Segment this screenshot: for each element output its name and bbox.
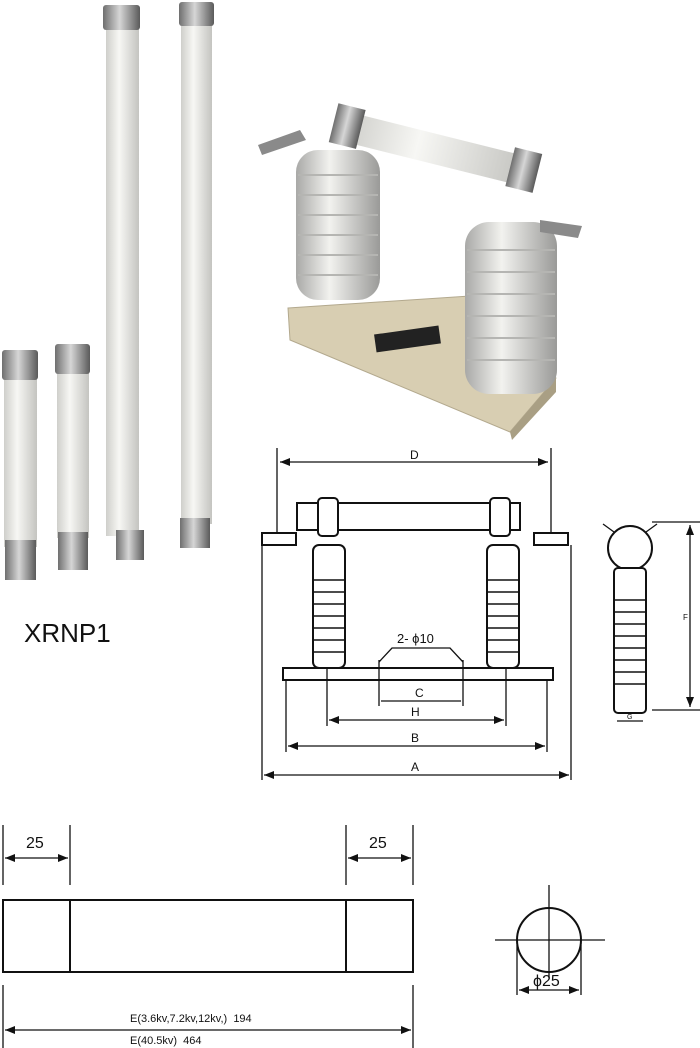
insulator-right <box>465 222 557 394</box>
insulator-left <box>296 150 380 300</box>
fuse-photo-long-2 <box>179 2 214 548</box>
length-high-voltage: E(40.5kv) 464 <box>130 1035 202 1047</box>
fuse-photo-long-1 <box>103 5 144 560</box>
side-drawing: F G <box>602 521 700 722</box>
dim-B: B <box>411 731 419 745</box>
fuse-outline-drawing: 25 25 E(3.6kv,7.2kv,12kv,) 194 E(40.5kv)… <box>2 825 605 1048</box>
dim-holes: 2- ϕ10 <box>397 631 434 646</box>
dim-C: C <box>415 686 424 700</box>
dim-diameter: ϕ25 <box>533 973 560 990</box>
fuse-photo-small-1 <box>2 350 38 580</box>
dim-A: A <box>411 760 419 774</box>
dim-H: H <box>411 705 420 719</box>
dim-D: D <box>410 448 419 462</box>
length-low-voltage: E(3.6kv,7.2kv,12kv,) 194 <box>130 1013 252 1025</box>
fuse-holder-photo <box>258 103 582 440</box>
model-label: XRNP1 <box>24 618 111 648</box>
dim-end-right: 25 <box>369 835 387 852</box>
fuse-photo-small-2 <box>55 344 90 570</box>
assembly-drawing: D 2- ϕ10 C H B A <box>261 448 572 780</box>
dim-end-left: 25 <box>26 835 44 852</box>
dim-F: F <box>683 613 688 622</box>
dim-G: G <box>627 714 632 721</box>
